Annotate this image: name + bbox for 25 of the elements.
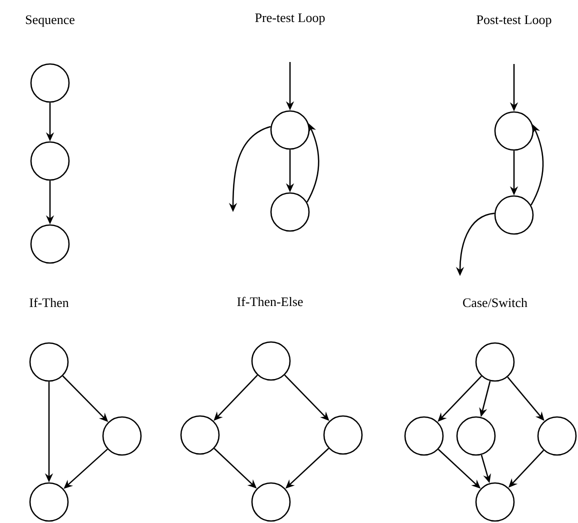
- panel-label: If-Then: [30, 298, 69, 308]
- circle-node: [270, 110, 310, 150]
- circle-node: [494, 111, 534, 151]
- circle-node: [456, 416, 496, 456]
- circle-node: [494, 195, 534, 235]
- circle-node: [251, 482, 291, 522]
- circle-node: [29, 482, 69, 522]
- panel-label: Post-test Loop: [476, 16, 552, 27]
- circle-node: [180, 415, 220, 455]
- panel-label: Case/Switch: [463, 298, 528, 308]
- panel-label: Sequence: [26, 15, 74, 27]
- circle-node: [30, 224, 70, 264]
- circle-node: [29, 342, 69, 382]
- circle-node: [30, 141, 70, 181]
- circle-node: [30, 63, 70, 103]
- circle-node: [251, 341, 291, 381]
- circle-node: [102, 416, 142, 456]
- circle-node: [537, 416, 577, 456]
- circle-node: [475, 342, 515, 382]
- panel-label: Pre-test Loop: [255, 14, 325, 25]
- circle-node: [323, 415, 363, 455]
- panel-label: If-Then-Else: [237, 296, 303, 306]
- circle-node: [404, 416, 444, 456]
- circle-node: [475, 482, 515, 522]
- circle-node: [270, 192, 310, 232]
